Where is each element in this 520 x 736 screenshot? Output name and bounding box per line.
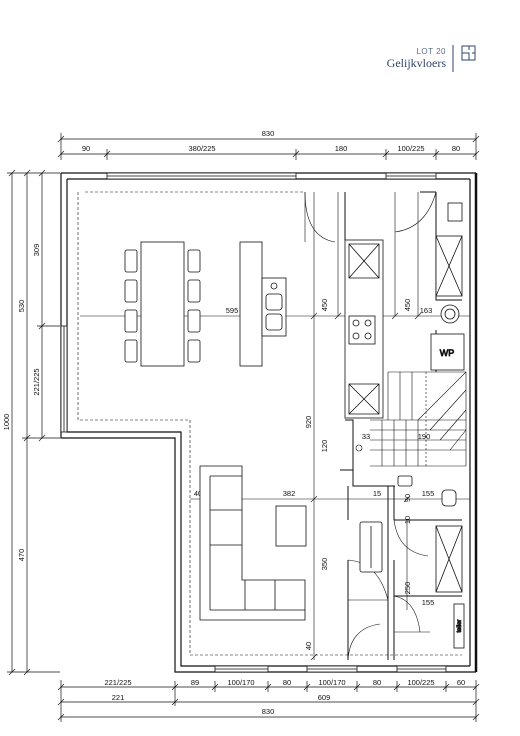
bathroom: teller [359, 475, 465, 649]
dim-left-total: 1000 [2, 414, 11, 431]
dining-table [140, 241, 185, 367]
chairs-right [187, 249, 201, 363]
heat-pump [430, 333, 465, 371]
doors [304, 191, 437, 661]
chairs-left [124, 249, 138, 363]
dim-bottom-mid-2: 609 [318, 693, 331, 702]
dim-bottom-8: 60 [457, 678, 465, 687]
dim-bath-width: 155 [422, 489, 435, 498]
dim-bottom-2: 89 [191, 678, 199, 687]
dim-lower-width: 382 [283, 489, 296, 498]
kitchen-island [239, 241, 287, 367]
dim-room-height: 250 [403, 582, 412, 595]
sofa [199, 465, 306, 621]
dim-left-lower: 470 [17, 549, 26, 562]
toilet-icon [441, 489, 457, 507]
sink-small-icon [447, 202, 463, 222]
floor-name: Gelijkvloers [387, 56, 447, 70]
staircase [355, 371, 467, 467]
dim-stair-a: 33 [362, 432, 370, 441]
dim-top-5: 80 [452, 144, 460, 153]
coffee-table [275, 505, 307, 547]
dim-top-total: 830 [262, 129, 275, 138]
interior-dimension-texts: 595 15 163 450 450 920 120 33 190 40 382… [194, 299, 434, 650]
dim-bottom-5: 100/170 [318, 678, 345, 687]
dim-stair-left: 920 [304, 416, 313, 429]
washbasin-icon [397, 475, 413, 487]
dim-bottom-1: 221/225 [104, 678, 131, 687]
dim-bath-b: 90 [403, 494, 412, 502]
building-plan-icon [461, 45, 476, 61]
dimension-texts: 830 90 380/225 180 100/225 80 1000 530 4… [2, 129, 465, 716]
header: LOT 20 Gelijkvloers [387, 45, 476, 72]
dim-left-inner-1: 309 [32, 244, 41, 257]
dim-right-height: 450 [403, 299, 412, 312]
dim-lower-gap: 15 [373, 489, 381, 498]
lot-number: LOT 20 [416, 47, 446, 56]
dim-top-3: 180 [335, 144, 348, 153]
dim-right-width: 163 [420, 306, 433, 315]
dim-bottom-3: 100/170 [227, 678, 254, 687]
dim-bottom-small: 40 [304, 642, 313, 650]
dim-storage-width: 155 [422, 598, 435, 607]
dimension-lines [7, 133, 480, 722]
dim-bottom-total: 830 [262, 707, 275, 716]
dim-top-1: 90 [82, 144, 90, 153]
dim-lower-height: 350 [320, 558, 329, 571]
cooktop-icon [348, 315, 376, 345]
windows [60, 172, 447, 673]
dim-left-upper: 530 [17, 300, 26, 313]
dim-living-width: 595 [226, 306, 239, 315]
utility-zone: WP [430, 202, 465, 371]
kitchen-counter [344, 239, 384, 419]
dim-stair-b: 190 [418, 432, 431, 441]
dim-bottom-mid-1: 221 [112, 693, 125, 702]
dim-bottom-6: 80 [373, 678, 381, 687]
dining-set [124, 241, 201, 367]
dim-stair-down: 120 [320, 440, 329, 453]
dim-bottom-4: 80 [283, 678, 291, 687]
dim-bottom-7: 100/225 [407, 678, 434, 687]
heat-pump-label: WP [440, 348, 455, 358]
dim-left-inner-2: 221/225 [32, 368, 41, 395]
dim-top-4: 100/225 [397, 144, 424, 153]
dim-kitchen-depth: 450 [320, 299, 329, 312]
dim-lower-left: 40 [194, 489, 202, 498]
dim-top-2: 380/225 [188, 144, 215, 153]
meter-label: teller [457, 619, 463, 632]
